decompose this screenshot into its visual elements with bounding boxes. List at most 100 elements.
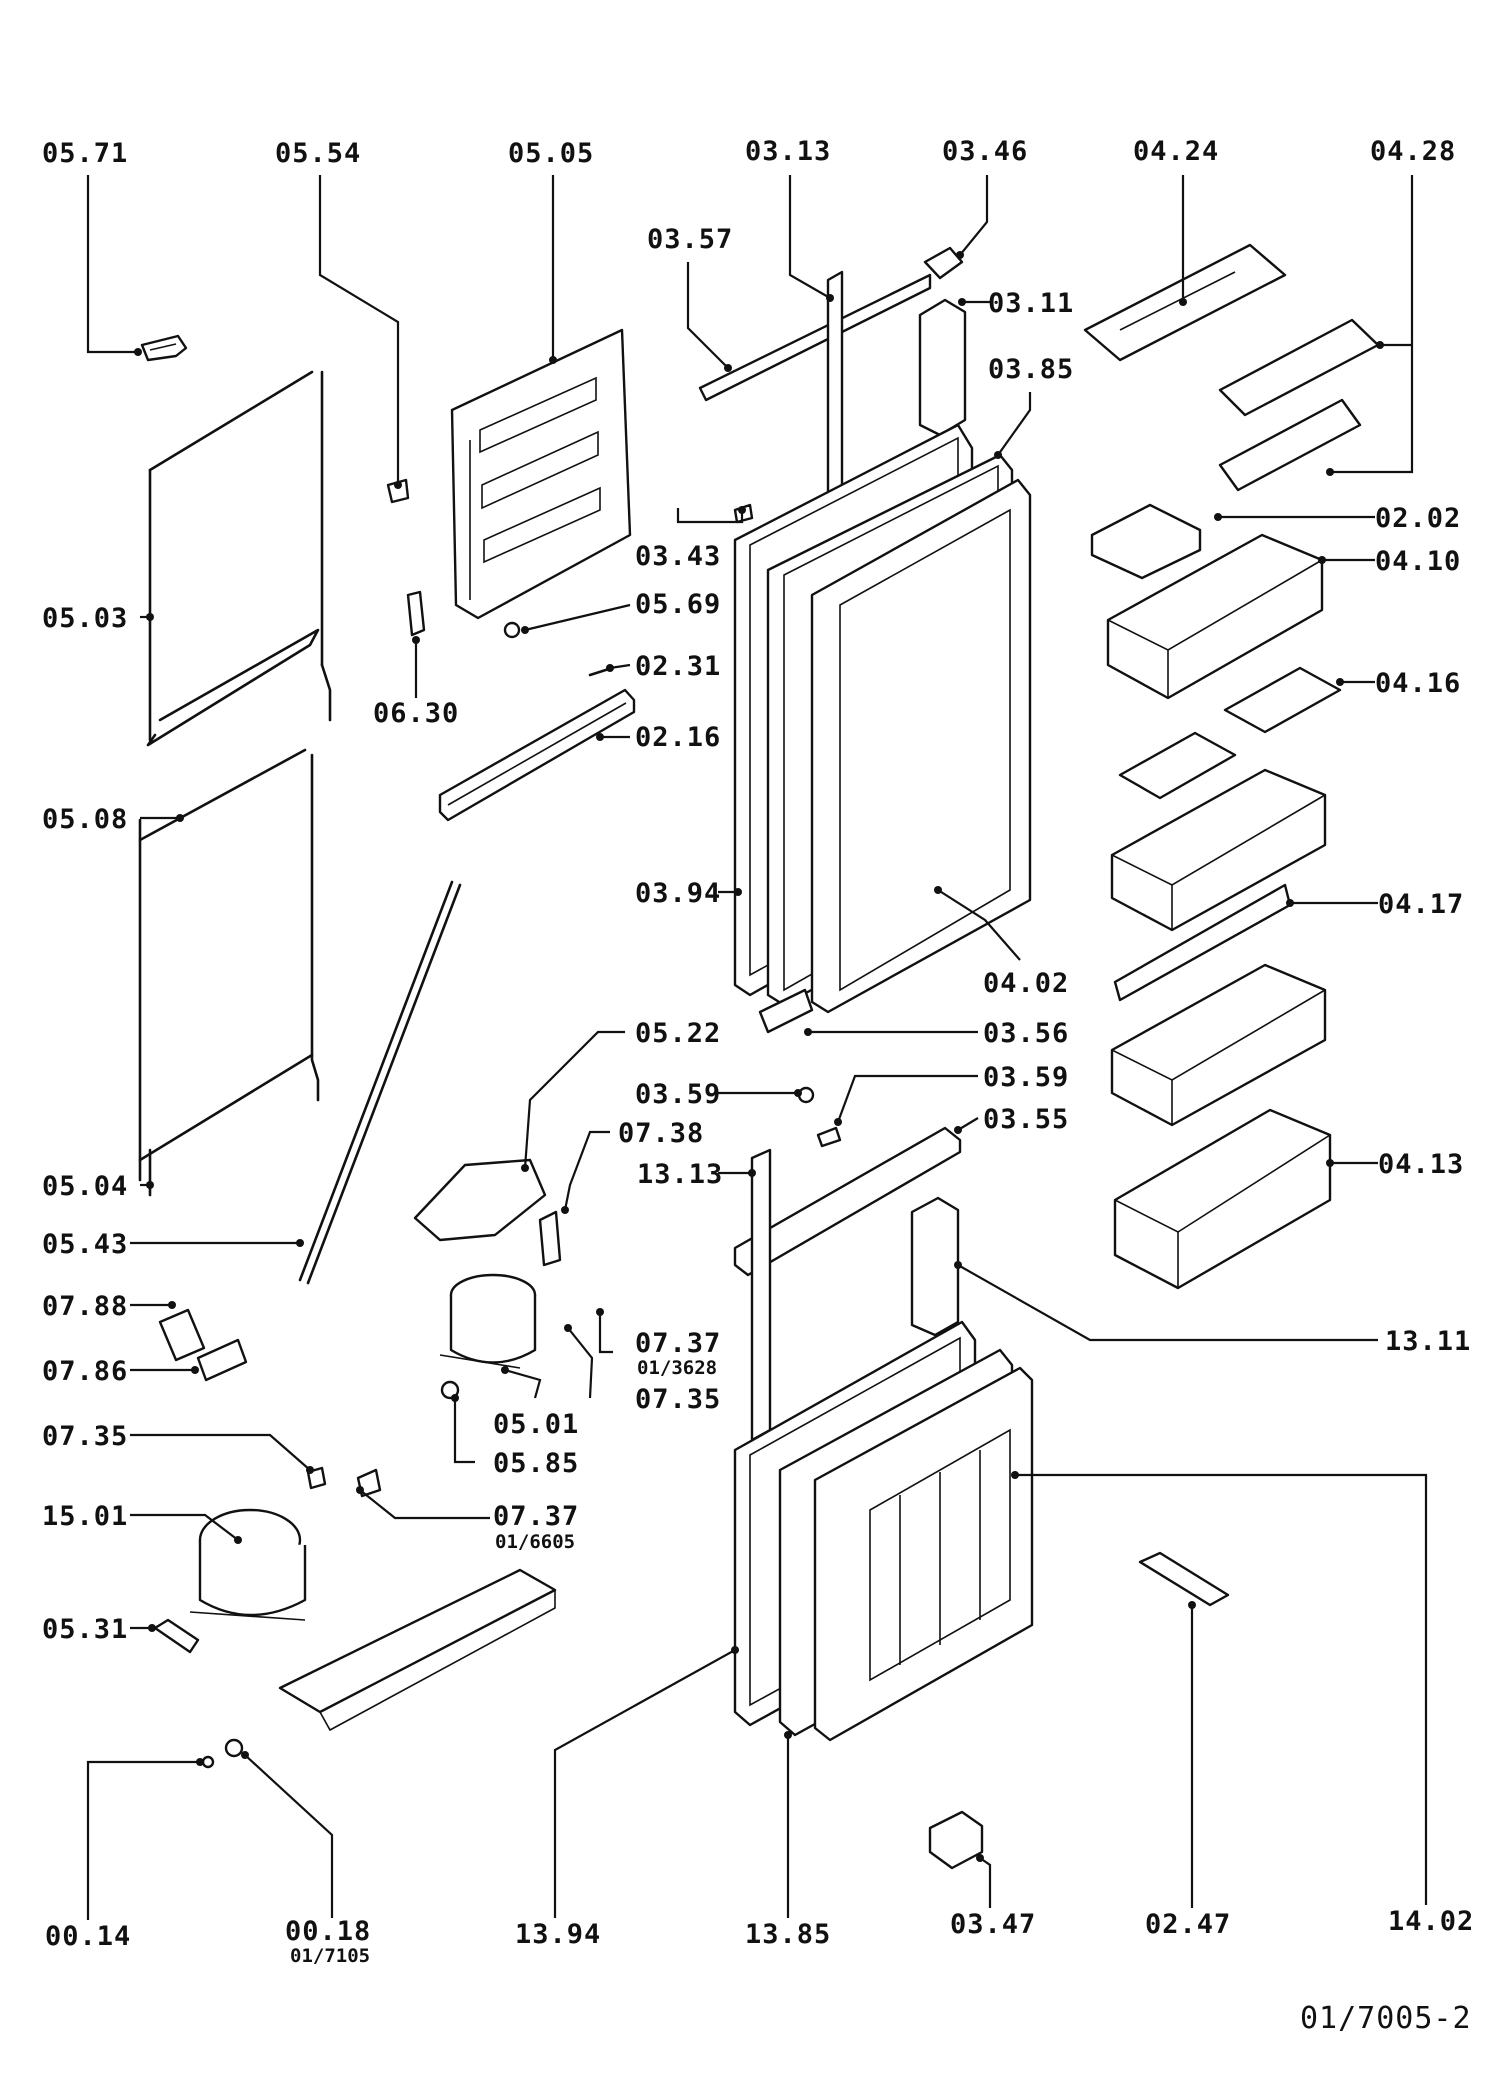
label-03-94: 03.94 (635, 878, 721, 909)
label-07-37-a: 07.37 (635, 1328, 721, 1359)
part-0018-washer (224, 1738, 244, 1758)
part-1311-upright (910, 1196, 960, 1337)
sublabel-07-37-b: 01/6605 (495, 1531, 575, 1553)
label-07-88: 07.88 (42, 1291, 128, 1322)
label-13-94: 13.94 (515, 1919, 601, 1950)
part-0738-relay (538, 1210, 562, 1267)
label-05-54: 05.54 (275, 138, 361, 169)
sublabel-07-37-a: 01/3628 (637, 1357, 717, 1379)
part-0359-b (816, 1126, 842, 1148)
label-07-37-b: 07.37 (493, 1501, 579, 1532)
label-05-69: 05.69 (635, 589, 721, 620)
part-0355-crossbar (733, 1126, 962, 1277)
label-00-18: 00.18 (285, 1916, 371, 1947)
label-04-13: 04.13 (1378, 1149, 1464, 1180)
label-03-59-right: 03.59 (983, 1062, 1069, 1093)
part-illustrations (138, 243, 1380, 1870)
label-03-43: 03.43 (635, 541, 721, 572)
part-upper-door (733, 423, 1032, 1014)
label-06-30: 06.30 (373, 698, 459, 729)
label-07-38: 07.38 (618, 1118, 704, 1149)
part-0505-plate (450, 328, 632, 620)
label-14-02: 14.02 (1388, 1906, 1474, 1937)
label-05-05: 05.05 (508, 138, 594, 169)
part-1501-compressor (189, 1508, 307, 1621)
part-0630-bracket (406, 590, 426, 637)
part-0416-egg-tray (1223, 666, 1342, 734)
part-0585-grommet (440, 1380, 460, 1400)
part-0247-strip (1138, 1551, 1230, 1607)
leader-lines (86, 175, 1428, 1920)
part-0311-upright (918, 298, 967, 437)
part-0410-shelf (1106, 533, 1324, 700)
label-04-16: 04.16 (1375, 668, 1461, 699)
label-05-31: 05.31 (42, 1614, 128, 1645)
part-0543-rod (298, 880, 454, 1282)
label-00-14: 00.14 (45, 1921, 131, 1952)
part-0216-channel (438, 688, 636, 822)
label-03-11: 03.11 (988, 288, 1074, 319)
part-0347-hinge (928, 1810, 984, 1870)
label-03-13: 03.13 (745, 136, 831, 167)
part-0569-screw (503, 621, 521, 639)
part-shelf-lower (1110, 963, 1327, 1127)
label-05-22: 05.22 (635, 1018, 721, 1049)
label-03-56: 03.56 (983, 1018, 1069, 1049)
part-0571-clip (140, 334, 188, 362)
label-03-47: 03.47 (950, 1909, 1036, 1940)
label-07-86: 07.86 (42, 1356, 128, 1387)
part-0788-box (158, 1308, 206, 1362)
part-0346-hinge (923, 246, 964, 280)
label-02-16: 02.16 (635, 722, 721, 753)
label-05-03: 05.03 (42, 603, 128, 634)
label-02-47: 02.47 (1145, 1909, 1231, 1940)
label-05-71: 05.71 (42, 138, 128, 169)
drawing-reference: 01/7005-2 (1300, 2001, 1472, 2036)
label-03-59-left: 03.59 (635, 1079, 721, 1110)
label-05-01: 05.01 (493, 1409, 579, 1440)
label-04-17: 04.17 (1378, 889, 1464, 920)
label-05-04: 05.04 (42, 1171, 128, 1202)
label-04-28: 04.28 (1370, 136, 1456, 167)
part-0522-plate (413, 1158, 547, 1242)
label-04-10: 04.10 (1375, 546, 1461, 577)
part-shelf-mid (1110, 768, 1327, 932)
part-0357-strip (698, 273, 932, 402)
part-0202-egg-cup (1090, 503, 1202, 580)
part-0356-channel (758, 988, 814, 1034)
part-0413-bottle-shelf (1113, 1108, 1332, 1290)
part-labels: 05.71 05.54 05.05 03.13 03.46 04.24 04.2… (42, 136, 1474, 2036)
part-0313-rail (826, 270, 844, 510)
part-0503-condenser-upper (146, 370, 332, 747)
part-base-plate (278, 1568, 557, 1732)
part-0014-nut (201, 1755, 215, 1769)
label-02-02: 02.02 (1375, 503, 1461, 534)
part-0531-bracket (153, 1618, 200, 1654)
label-03-46: 03.46 (942, 136, 1028, 167)
part-0428-tray-lower (1218, 398, 1362, 492)
label-15-01: 15.01 (42, 1501, 128, 1532)
label-03-57: 03.57 (647, 224, 733, 255)
label-07-35-b: 07.35 (42, 1421, 128, 1452)
label-05-85: 05.85 (493, 1448, 579, 1479)
label-04-02: 04.02 (983, 968, 1069, 999)
part-egg-tray-2 (1118, 731, 1237, 800)
label-05-43: 05.43 (42, 1229, 128, 1260)
part-0786-box (196, 1338, 248, 1382)
label-13-11: 13.11 (1385, 1326, 1471, 1357)
part-0501-compressor (439, 1273, 537, 1369)
label-13-13: 13.13 (637, 1159, 723, 1190)
label-05-08: 05.08 (42, 804, 128, 835)
label-13-85: 13.85 (745, 1919, 831, 1950)
part-1313-rail (750, 1148, 772, 1442)
label-02-31: 02.31 (635, 651, 721, 682)
label-07-35-a: 07.35 (635, 1384, 721, 1415)
part-lower-door (733, 1320, 1034, 1742)
part-0508-condenser-lower (138, 748, 320, 1197)
part-0428-tray-upper (1218, 318, 1380, 417)
label-03-55: 03.55 (983, 1104, 1069, 1135)
label-04-24: 04.24 (1133, 136, 1219, 167)
label-03-85: 03.85 (988, 354, 1074, 385)
sublabel-00-18: 01/7105 (290, 1945, 370, 1967)
